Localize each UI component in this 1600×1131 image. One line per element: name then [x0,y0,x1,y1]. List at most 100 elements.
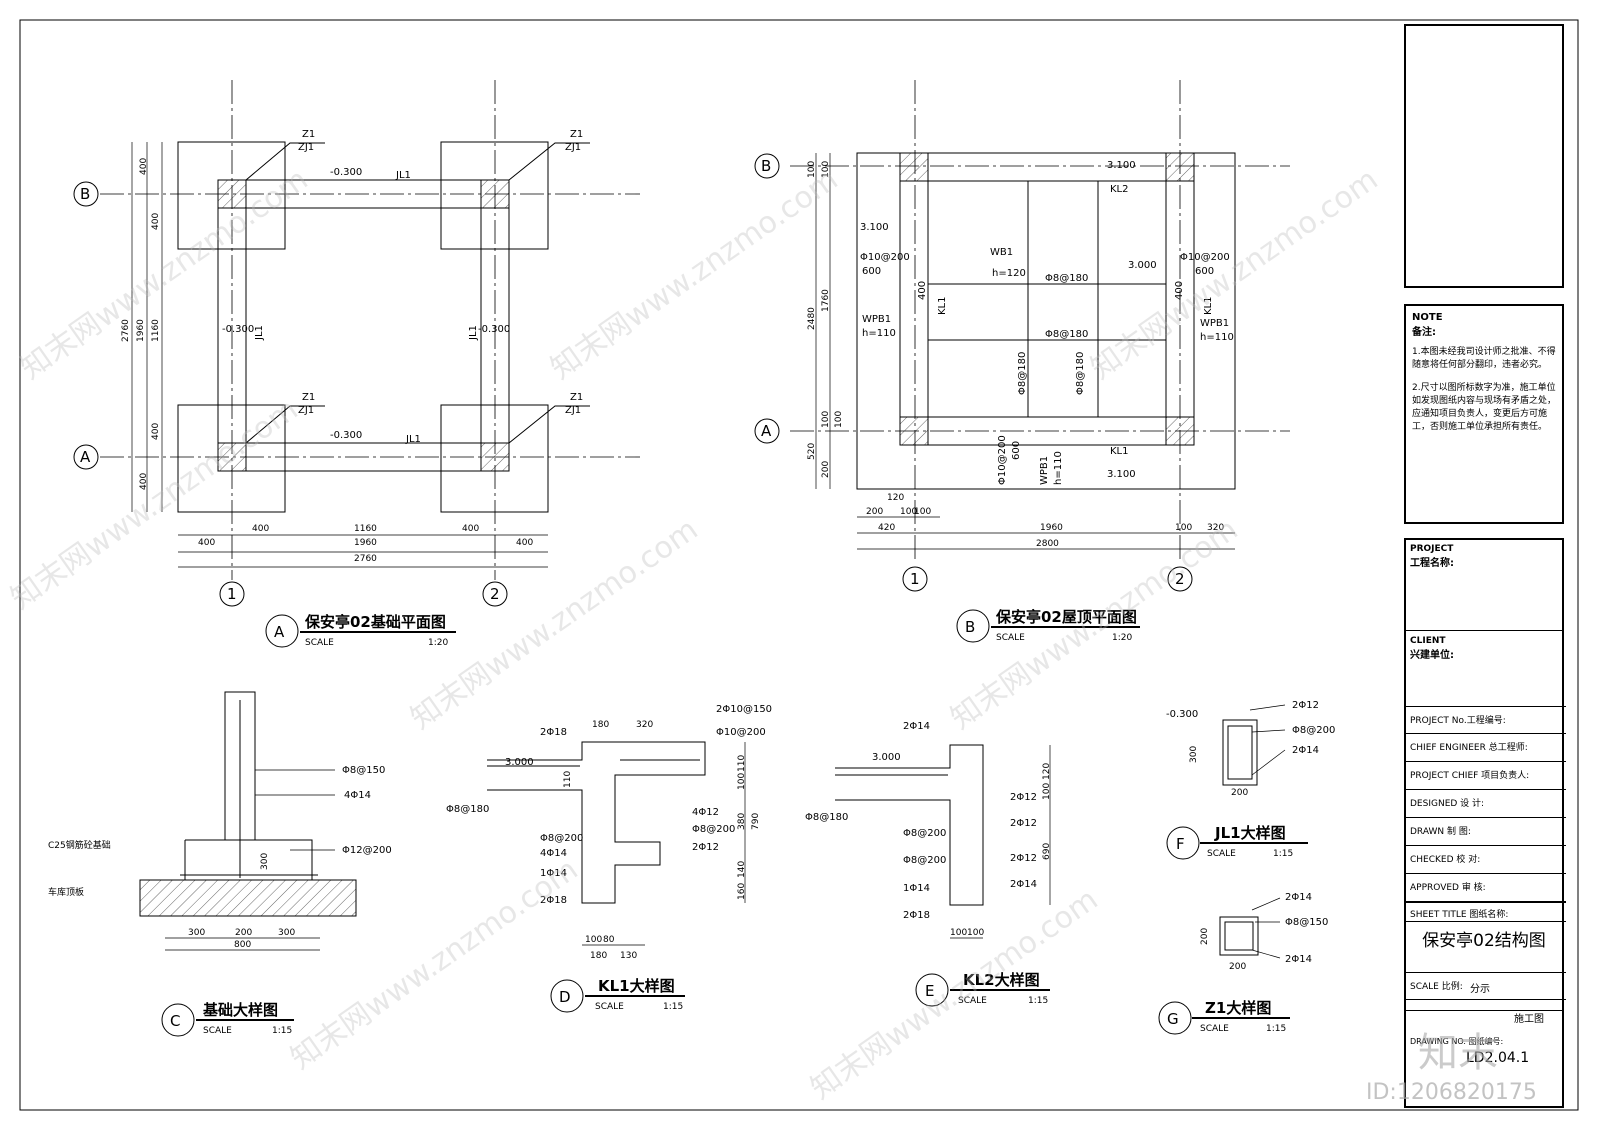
beam-ring-outer [899,152,1195,446]
f-d300: 300 [1189,746,1199,763]
elev-3000: 3.000 [1128,260,1157,271]
title-e: KL2大样图 [963,971,1040,989]
wpb1-h-right: h=110 [1200,332,1234,343]
d-l1: Φ8@200 [540,833,583,844]
elev-bottom: -0.300 [330,430,362,441]
watermark-5: 知末网www.znzmo.com [405,512,705,737]
scale-b: 1:20 [1112,633,1132,643]
grid-label-b: B [80,185,90,203]
grid-bubble-2b [1167,566,1193,592]
g-d200h: 200 [1229,962,1246,972]
e-v1: 100 [1042,783,1052,800]
dim-b-3: 400 [462,524,479,534]
leader-bl [245,405,325,444]
e-elev: 3.000 [872,752,901,763]
title-b: 保安亭02屋顶平面图 [995,608,1137,626]
kl1-section [487,741,706,904]
f-elev: -0.300 [1166,709,1198,720]
grid-label-1b: 1 [910,570,920,588]
dim-b-4: 400 [516,538,533,548]
dim-b2-2800: 2800 [1036,539,1059,549]
d-left-reb: Φ8@180 [446,804,489,815]
row-drawn: DRAWN 制 图: [1406,818,1566,846]
kl2-section [835,744,984,906]
grid-label-2: 2 [490,585,500,603]
title-bubble-a [265,614,299,648]
drawing-no-label: DRAWING NO. 图纸编号: [1410,1037,1504,1046]
sheet-title: 保安亭02结构图 [1422,931,1546,951]
title-letter-c: C [170,1012,180,1030]
g-d200v: 200 [1200,928,1210,945]
roof-plan-b: 3.100 KL2 KL1 3.100 3.100 Φ10@200 600 Φ1… [754,80,1290,643]
reb4: Φ8@180 [1075,352,1086,395]
sheet-no: LD2.04.1 [1466,1050,1530,1066]
e-b0: 100 [950,928,967,938]
d-v3: 790 [751,813,761,830]
foundation-plan-a: Z1 ZJ1 Z1 ZJ1 Z1 ZJ1 Z1 ZJ1 JL1 JL1 -0.3… [73,80,640,648]
dim-l2-4: 520 [807,443,817,460]
detail-g-z1: 2Φ14 Φ8@150 2Φ14 200 200 G Z1大样图 SCALE 1… [1158,892,1328,1035]
detail-c-r3: Φ12@200 [342,845,392,856]
row-checked: CHECKED 校 对: [1406,846,1566,874]
watermark-1: 知末网www.znzmo.com [15,162,315,387]
d-v0: 110 [737,755,747,772]
col-label-tl-1: Z1 [302,129,315,140]
d-b0: 100 [585,935,602,945]
d-r3: Φ8@200 [692,824,735,835]
title-letter-a: A [274,623,285,641]
title-letter-f: F [1176,835,1185,853]
dim-b-2: 1160 [354,524,377,534]
d-b2: 180 [590,951,607,961]
title-bubble-d [550,979,584,1013]
title-letter-b: B [965,618,975,636]
elev-top: -0.300 [330,167,362,178]
dim-l-3: 400 [151,423,161,440]
dim-b-1960: 1960 [354,538,377,548]
detail-c-r2: 4Φ14 [344,790,371,801]
d-v1: 100 [737,773,747,790]
z1-stirrup [1224,921,1254,951]
phi10-right: Φ10@200 [1180,252,1230,263]
title-letter-g: G [1167,1010,1179,1028]
e-r0: 2Φ12 [1010,792,1037,803]
watermark-logo: 知末 [1418,1030,1498,1076]
grid-bubble-a2 [754,418,780,444]
g-r2: Φ8@150 [1285,917,1328,928]
d-v2: 380 [737,813,747,830]
wpb1-left: WPB1 [862,314,891,325]
col-label-tr-1: Z1 [570,129,583,140]
dim-b2-0: 200 [866,507,883,517]
title-c: 基础大样图 [202,1001,278,1019]
f-leader-1 [1249,704,1286,711]
dim-l2-1: 100 [821,161,831,178]
d-d110: 110 [563,771,573,788]
footing-tr [440,141,549,250]
col-label-bl-2: ZJ1 [298,405,314,416]
note-2: 2.尺寸以图所标数字为准，施工单位如发现图纸内容与现场有矛盾之处，应通知项目负责… [1412,383,1557,432]
detail-c-dim-c: 300 [278,928,295,938]
e-r3: 2Φ14 [1010,879,1037,890]
title-f: JL1大样图 [1214,824,1286,842]
elev-3100-left: 3.100 [860,222,889,233]
e-left-reb: Φ8@180 [805,812,848,823]
wpb1-bottom: WPB1 [1039,456,1050,485]
scale-a: 1:20 [428,638,448,648]
leader-br [508,405,590,444]
dim-b2-6: 100 [1175,523,1192,533]
grid-label-2b: 2 [1175,570,1185,588]
grid-label-1: 1 [227,585,237,603]
col-label-tl-2: ZJ1 [298,142,314,153]
d400-right: 400 [1174,281,1185,300]
row-project-no: PROJECT No.工程编号: [1406,706,1566,734]
e-l0: Φ8@200 [903,828,946,839]
wpb1-h-bottom: h=110 [1053,451,1064,485]
project-cn: 工程名称: [1410,558,1454,569]
e-v0: 120 [1042,763,1052,780]
scale-d: 1:15 [663,1002,683,1012]
dim-l-0: 400 [139,158,149,175]
jl1-section [1222,719,1258,786]
dim-b2-1: 120 [887,493,904,503]
kl2-label: KL2 [1110,184,1129,195]
title-bubble-g [1158,1001,1192,1035]
